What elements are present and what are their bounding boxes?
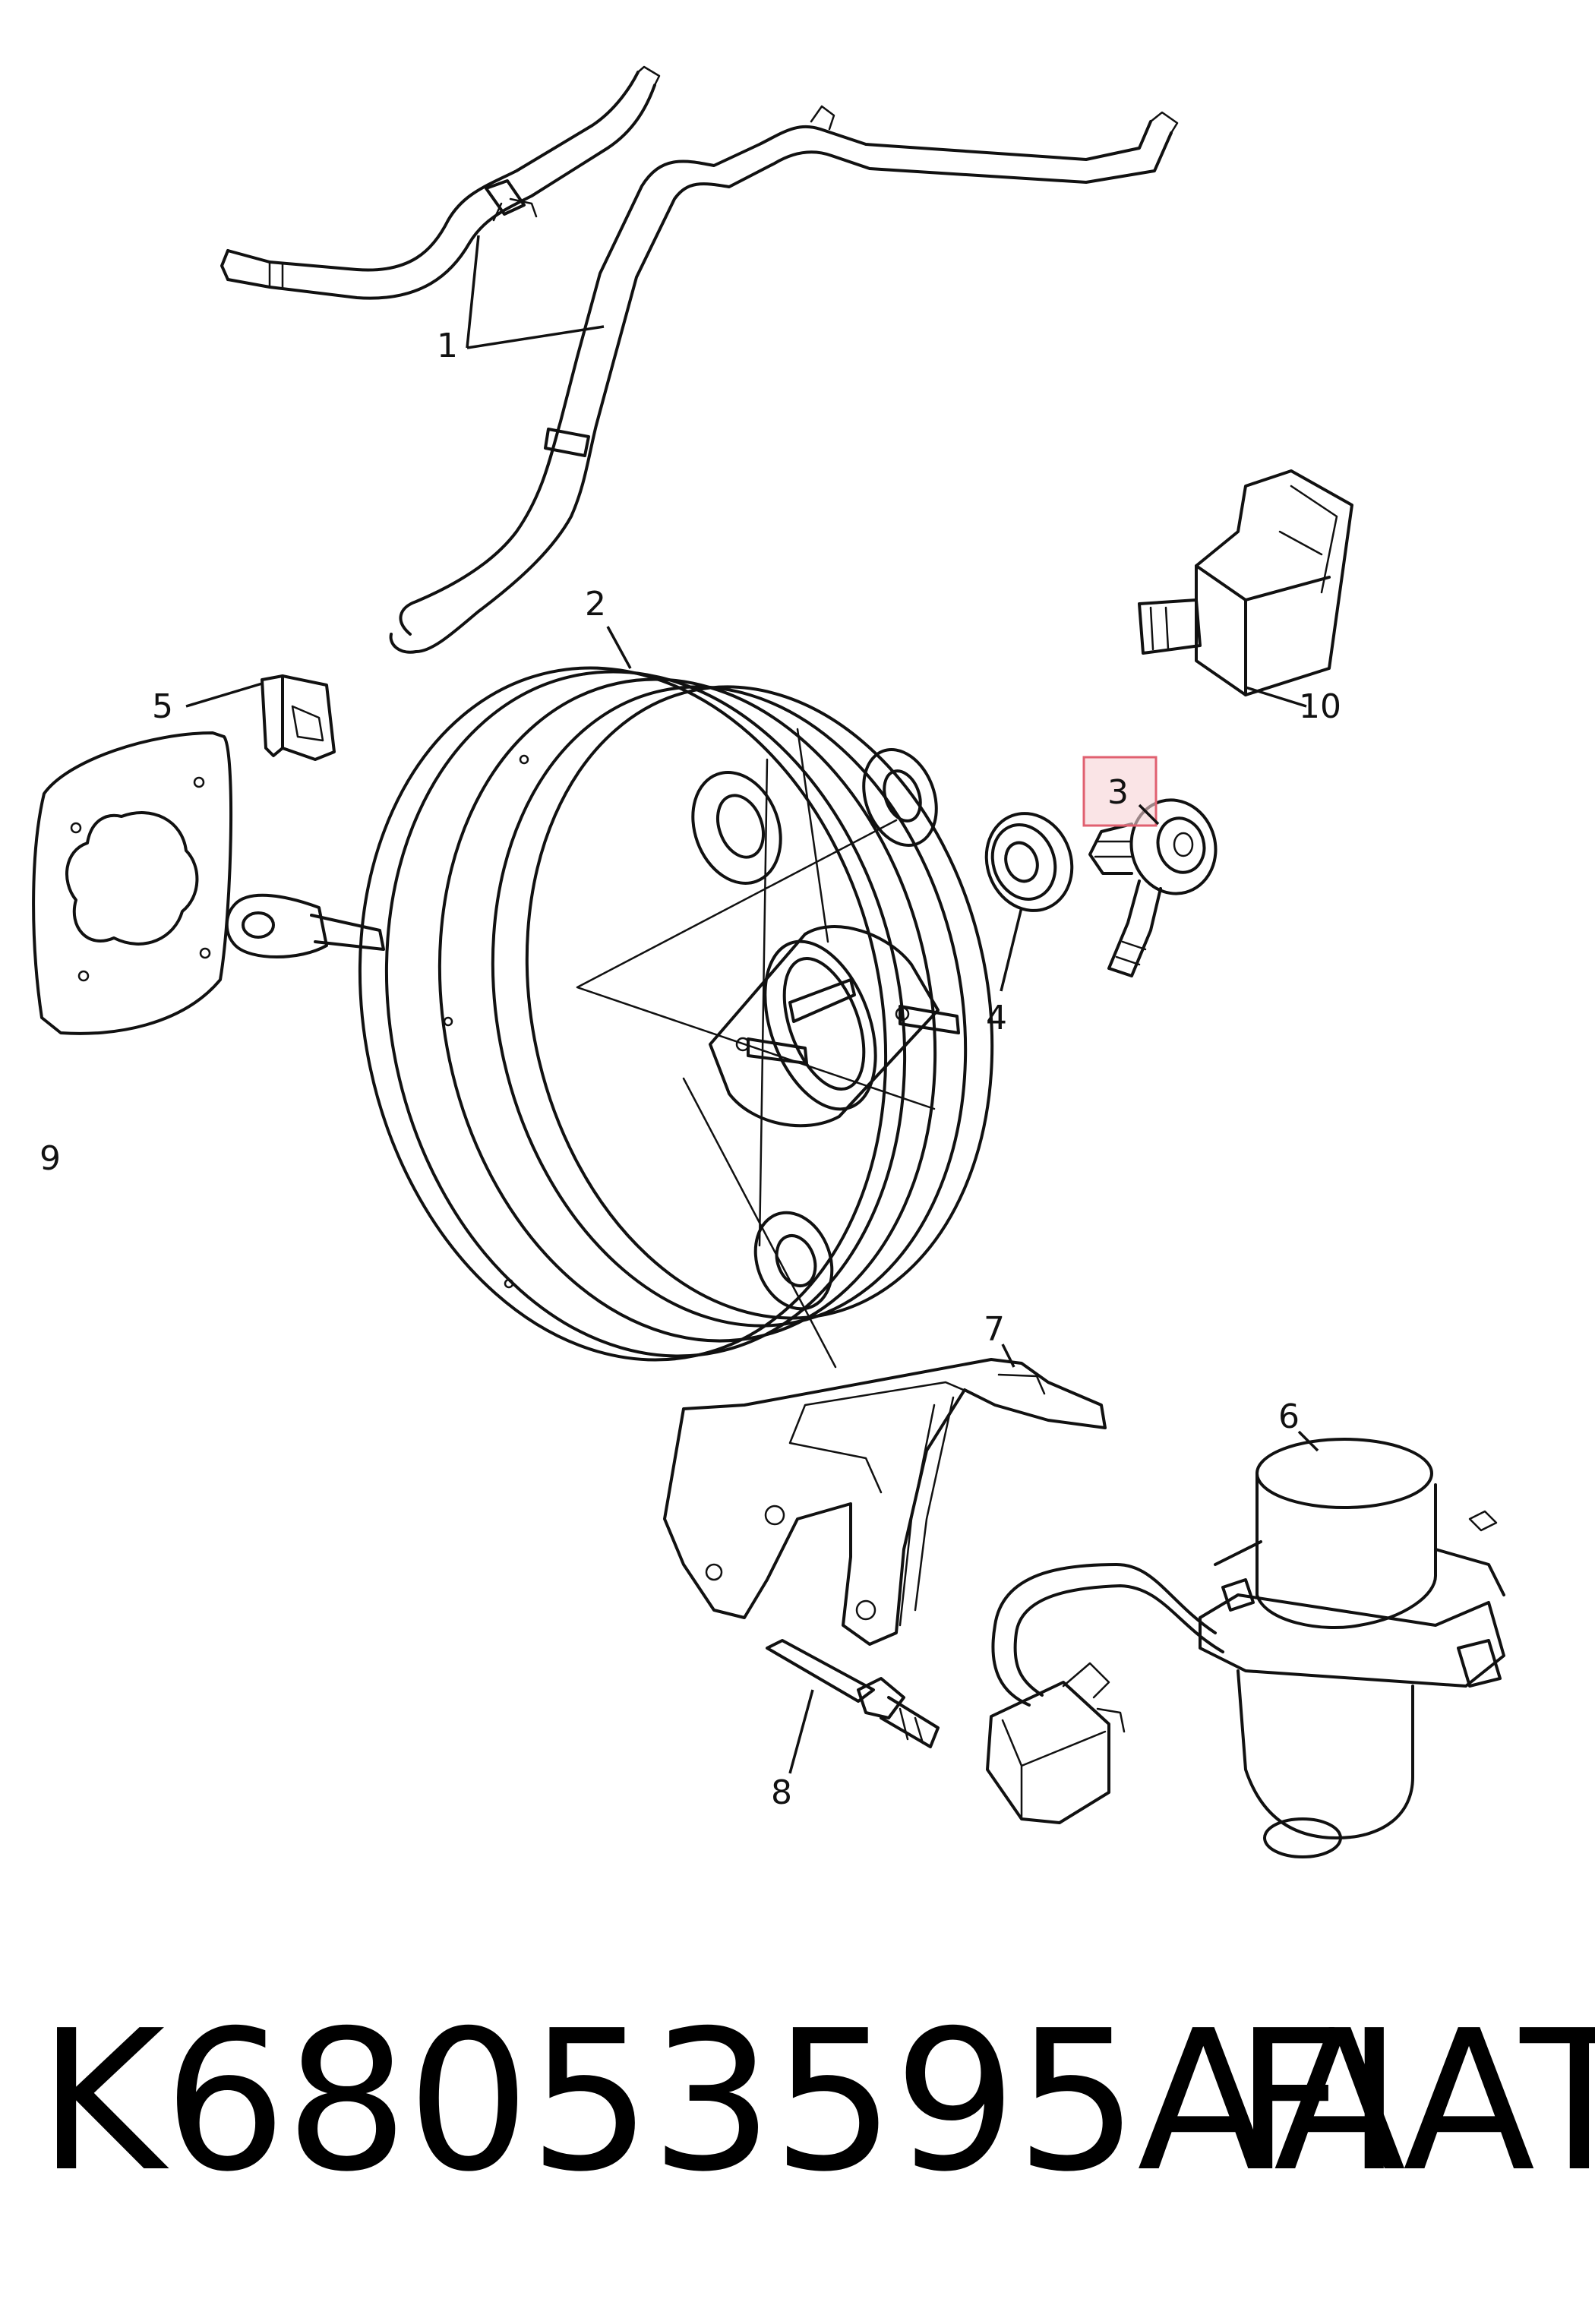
leader-1b [466,235,480,349]
leader-4 [1000,907,1023,992]
parts-diagram: 1 2 3 4 5 6 7 8 9 10 [32,65,1505,1858]
brake-booster [225,666,994,1369]
callout-10[interactable]: 10 [1299,687,1341,726]
pump-bracket [663,1358,1107,1646]
stud-bolt [766,1639,940,1748]
callout-9[interactable]: 9 [39,1139,61,1178]
check-valve [1088,798,1218,977]
leader-5 [185,682,263,708]
callout-7[interactable]: 7 [984,1310,1005,1349]
vacuum-pump [986,1438,1505,1858]
callout-2[interactable]: 2 [585,585,606,624]
leader-7 [1001,1344,1015,1368]
vacuum-hose-main [389,105,1179,654]
leader-3 [1138,804,1160,826]
callout-5[interactable]: 5 [152,687,173,726]
vacuum-hose-left [220,65,661,300]
highlight-box[interactable] [1082,756,1158,827]
sensor-connector [1138,469,1353,696]
brand-name: FIAT [1234,1989,1595,2215]
booster-gasket [32,731,233,1035]
leader-10 [1245,686,1307,708]
callout-1[interactable]: 1 [437,327,458,365]
grommet [984,812,1074,912]
callout-4[interactable]: 4 [986,999,1007,1037]
callout-6[interactable]: 6 [1278,1397,1300,1436]
leader-2 [606,626,632,669]
leader-1a [466,325,605,349]
callout-8[interactable]: 8 [771,1773,792,1812]
leader-8 [788,1689,814,1774]
retaining-clip [261,674,336,761]
leader-6 [1297,1430,1319,1452]
callout-3[interactable]: 3 [1107,773,1129,812]
part-number: K68053595AA [38,1989,1406,2215]
